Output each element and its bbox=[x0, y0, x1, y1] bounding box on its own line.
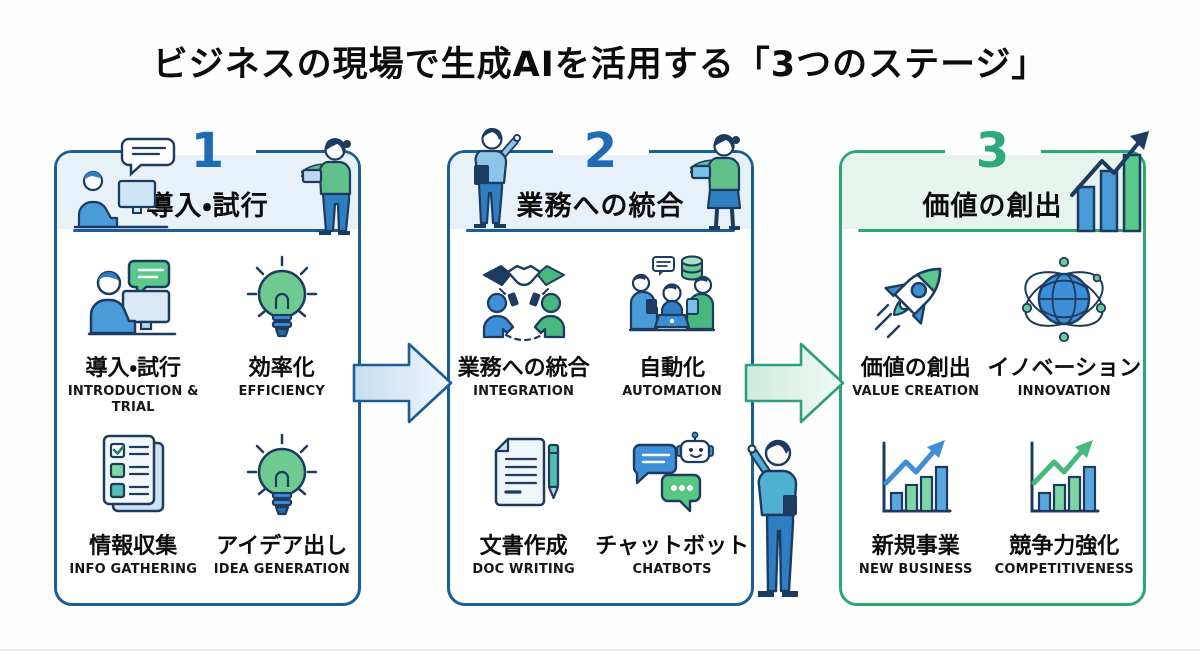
stage-3-title: 価値の創出 bbox=[922, 191, 1063, 222]
stage-2-header-rule bbox=[466, 229, 735, 232]
stage-1-title: 導入・試行 bbox=[146, 191, 269, 222]
list-item: 文書作成 DOC WRITING bbox=[452, 417, 595, 595]
growth-chart-green-icon bbox=[1018, 431, 1110, 523]
list-item: 価値の創出 VALUE CREATION bbox=[844, 239, 987, 417]
stage-2-number-mask bbox=[552, 149, 649, 159]
item-label-jp: 情報収集 bbox=[89, 534, 178, 559]
stage-3-grid: 価値の創出 VALUE CREATION イノベーション INNOVATION … bbox=[842, 235, 1143, 603]
item-label-en: DOC WRITING bbox=[472, 562, 575, 577]
list-item: 新規事業 NEW BUSINESS bbox=[844, 417, 987, 595]
list-item: アイデア出し IDEA GENERATION bbox=[208, 417, 357, 595]
stage-3-header-rule bbox=[858, 229, 1127, 232]
handshake-people-icon bbox=[478, 253, 570, 345]
stage-1-header-rule bbox=[73, 229, 342, 232]
stage-1-number-mask bbox=[159, 149, 256, 159]
stage-3-number: 3 bbox=[975, 123, 1010, 179]
item-label-jp: イノベーション bbox=[987, 356, 1141, 381]
checklist-icon bbox=[87, 431, 179, 523]
stage-3-number-mask bbox=[944, 149, 1041, 159]
flow-arrow-right-blue-icon bbox=[352, 342, 453, 424]
item-label-jp: 文書作成 bbox=[479, 534, 568, 559]
item-label-jp: 価値の創出 bbox=[860, 356, 971, 381]
item-label-en: AUTOMATION bbox=[622, 384, 722, 399]
stage-2-number: 2 bbox=[583, 123, 618, 179]
item-label-en: CHATBOTS bbox=[632, 562, 712, 577]
item-label-jp: 業務への統合 bbox=[457, 356, 590, 381]
list-item: 導入・試行 INTRODUCTION & TRIAL bbox=[59, 239, 208, 417]
stage-1-number: 1 bbox=[190, 123, 225, 179]
item-label-jp: アイデア出し bbox=[216, 534, 348, 559]
item-label-en: INNOVATION bbox=[1017, 384, 1111, 399]
item-label-jp: チャットボット bbox=[595, 534, 749, 559]
bottom-edge-divider bbox=[0, 649, 1200, 651]
item-label-jp: 競争力強化 bbox=[1009, 534, 1120, 559]
stage-panel-1: 1 導入・試行 導入・試行 INTRODUCTION & TRIAL bbox=[54, 123, 361, 606]
item-label-jp: 自動化 bbox=[639, 356, 706, 381]
chatbot-icon bbox=[626, 431, 718, 523]
item-label-jp: 導入・試行 bbox=[85, 356, 181, 381]
item-label-en: INFO GATHERING bbox=[69, 562, 198, 577]
rocket-icon bbox=[870, 253, 962, 345]
lightbulb-icon bbox=[236, 253, 328, 345]
list-item: 競争力強化 COMPETITIVENESS bbox=[987, 417, 1141, 595]
stage-panel-3: 3 価値の創出 価値の創出 VALUE CREATION イノベーション INN… bbox=[839, 123, 1149, 606]
team-automation-icon bbox=[626, 253, 718, 345]
person-computer-icon bbox=[87, 253, 179, 345]
list-item: 効率化 EFFICIENCY bbox=[208, 239, 357, 417]
list-item: イノベーション INNOVATION bbox=[987, 239, 1141, 417]
stage-2-title: 業務への統合 bbox=[516, 191, 685, 222]
item-label-en: VALUE CREATION bbox=[852, 384, 980, 399]
page-title: ビジネスの現場で生成AIを活用する「3つのステージ」 bbox=[152, 45, 1048, 85]
flow-arrow-right-green-icon bbox=[744, 342, 845, 424]
list-item: チャットボット CHATBOTS bbox=[595, 417, 749, 595]
stage-1-grid: 導入・試行 INTRODUCTION & TRIAL 効率化 EFFICIENC… bbox=[57, 235, 358, 603]
standing-man-presenting-icon bbox=[742, 431, 806, 607]
list-item: 業務への統合 INTEGRATION bbox=[452, 239, 595, 417]
item-label-en: COMPETITIVENESS bbox=[994, 562, 1134, 577]
item-label-en: IDEA GENERATION bbox=[213, 562, 350, 577]
globe-network-icon bbox=[1018, 253, 1110, 345]
item-label-jp: 新規事業 bbox=[871, 534, 960, 559]
item-label-en: INTRODUCTION & TRIAL bbox=[67, 384, 199, 415]
list-item: 情報収集 INFO GATHERING bbox=[59, 417, 208, 595]
item-label-jp: 効率化 bbox=[248, 356, 315, 381]
stage-2-grid: 業務への統合 INTEGRATION 自動化 AUTOMATION 文書作成 D… bbox=[450, 235, 751, 603]
item-label-en: INTEGRATION bbox=[473, 384, 575, 399]
item-label-en: NEW BUSINESS bbox=[858, 562, 973, 577]
growth-chart-blue-icon bbox=[870, 431, 962, 523]
document-pen-icon bbox=[478, 431, 570, 523]
list-item: 自動化 AUTOMATION bbox=[595, 239, 749, 417]
stage-panel-2: 2 業務への統合 業務への統合 INTEGRATION 自動化 bbox=[447, 123, 798, 606]
item-label-en: EFFICIENCY bbox=[238, 384, 326, 399]
lightbulb-icon bbox=[236, 431, 328, 523]
